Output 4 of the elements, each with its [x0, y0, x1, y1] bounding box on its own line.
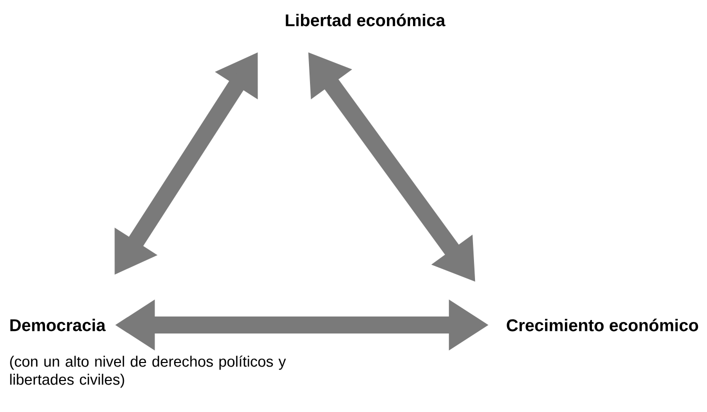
- node-label: Libertad económica: [286, 14, 446, 26]
- note-text: (con un alto nivel de derechos políticos y libertades civiles): [10, 356, 286, 388]
- node-label: Democracia: [10, 318, 106, 332]
- node-label: Crecimiento económico: [506, 318, 698, 332]
